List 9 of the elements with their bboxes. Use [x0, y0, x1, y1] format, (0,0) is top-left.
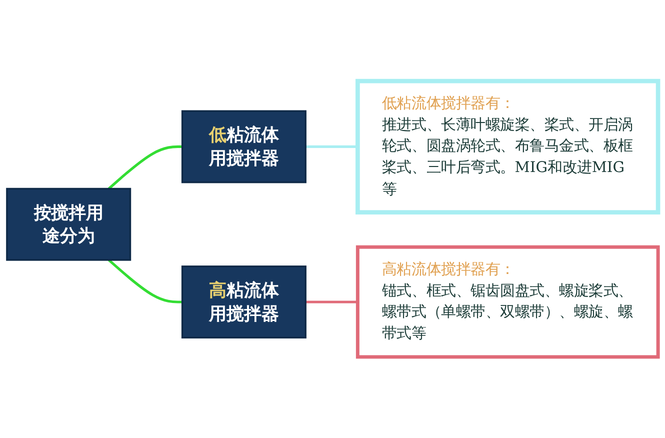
node-box: 低粘流体搅拌器有： 推进式、长薄叶螺旋桨、桨式、开启涡轮式、圆盘涡轮式、布鲁马金式、板框桨式、三叶后弯式。MIG和改进MIG等: [356, 78, 660, 214]
connector: [108, 258, 182, 304]
node-box: 低粘流体用搅拌器: [181, 110, 306, 184]
node-box: 按搅拌用途分为: [6, 188, 132, 261]
connector: [108, 145, 182, 190]
node-box: 高粘流体用搅拌器: [181, 266, 306, 338]
connector: [306, 145, 358, 148]
connector: [306, 300, 358, 304]
node-box: 高粘流体搅拌器有： 锚式、框式、锯齿圆盘式、螺旋桨式、螺带式（单螺带、双螺带）、螺旋、螺带式等: [356, 245, 660, 359]
